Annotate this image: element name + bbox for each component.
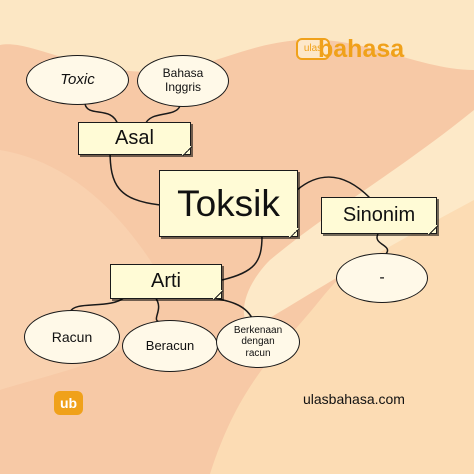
node-beracun: Beracun	[122, 320, 218, 372]
brand-bubble-icon: ulas	[296, 38, 330, 60]
brand-bubble-label: ulas	[303, 43, 323, 54]
node-asal-label: Asal	[115, 127, 154, 149]
connector-toxic-asal	[84, 103, 119, 126]
node-sinonim-value-label: -	[379, 268, 385, 286]
node-arti-label: Arti	[151, 270, 181, 292]
brand-ub-label: ub	[59, 395, 78, 411]
connector-asal-center	[109, 149, 161, 206]
node-arti: Arti	[110, 264, 223, 300]
node-bahasa-inggris-label: Bahasa Inggris	[162, 66, 204, 94]
connector-arti-beracun	[154, 296, 161, 323]
node-sinonim-value: -	[336, 253, 428, 303]
light-band-top	[0, 0, 474, 72]
website-url: ulasbahasa.com	[303, 391, 405, 407]
connector-inggris-asal	[144, 105, 181, 126]
brand-ub-icon: ub	[54, 391, 83, 415]
brand-name: bahasa	[318, 35, 405, 63]
connector-sinonim-value	[376, 233, 389, 256]
connector-center-sinonim	[296, 176, 371, 199]
center-node: Toksik	[159, 170, 299, 238]
node-bahasa-inggris: Bahasa Inggris	[137, 55, 229, 107]
node-beracun-label: Beracun	[145, 337, 195, 353]
connector-arti-berkenaan	[204, 296, 253, 319]
node-asal: Asal	[78, 122, 192, 156]
node-sinonim: Sinonim	[321, 197, 438, 235]
node-racun-label: Racun	[51, 328, 93, 345]
center-node-label: Toksik	[177, 182, 280, 224]
node-berkenaan: Berkenaan dengan racun	[216, 316, 300, 368]
node-sinonim-label: Sinonim	[342, 204, 416, 226]
node-racun: Racun	[24, 310, 120, 364]
node-toxic-label: Toxic	[60, 71, 95, 89]
connector-arti-racun	[69, 296, 126, 313]
connector-center-arti	[221, 235, 263, 281]
node-toxic: Toxic	[26, 55, 129, 105]
node-berkenaan-label: Berkenaan dengan racun	[233, 324, 283, 359]
